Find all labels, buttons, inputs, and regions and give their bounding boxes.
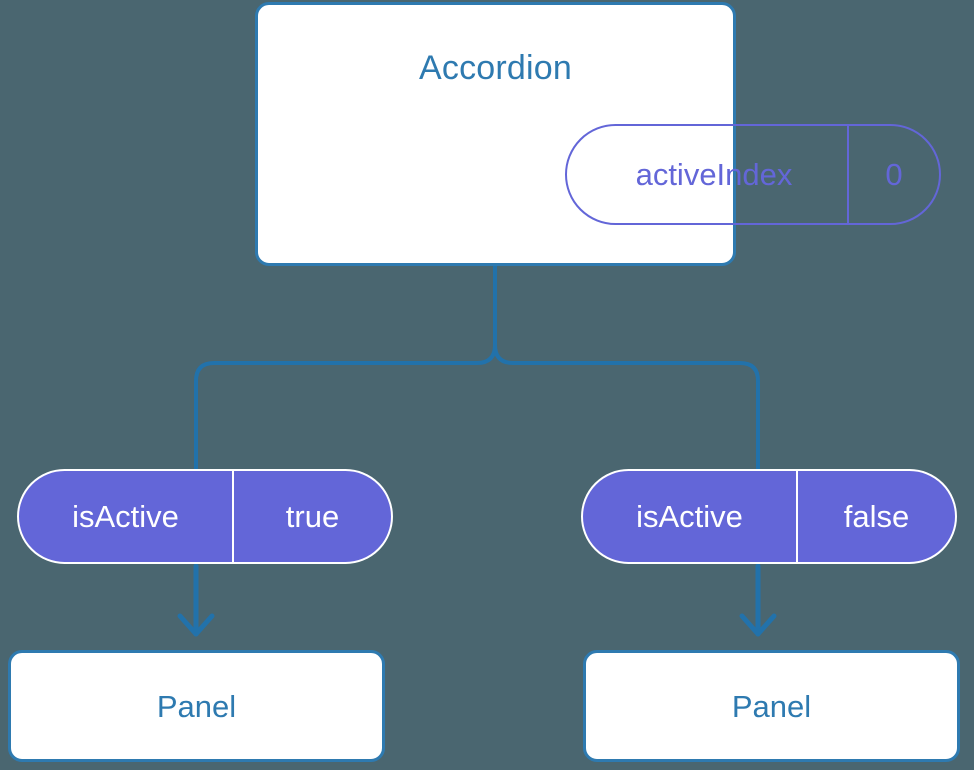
node-panel-left-title: Panel [156,688,237,724]
prop-pill-is-active-false-value: false [796,471,955,562]
node-panel-right[interactable]: Panel [583,650,960,762]
trunk-connector [194,264,497,471]
prop-pill-is-active-false-key: isActive [636,499,743,534]
prop-pill-active-index-key: activeIndex [635,157,793,192]
right-arrow-head-icon [739,613,777,637]
node-accordion-title: Accordion [419,49,572,87]
node-panel-left[interactable]: Panel [8,650,385,762]
prop-pill-is-active-false[interactable]: isActive false [581,469,957,564]
prop-pill-is-active-true-value: true [232,471,391,562]
left-arrow-head-icon [177,613,215,637]
node-panel-right-title: Panel [731,688,812,724]
prop-pill-active-index-value: 0 [847,126,939,223]
node-accordion[interactable]: Accordion activeIndex 0 [255,2,941,266]
trunk-connector-right [493,264,760,471]
prop-pill-active-index[interactable]: activeIndex 0 [565,124,941,225]
prop-pill-is-active-true-key: isActive [72,499,179,534]
prop-pill-is-active-true[interactable]: isActive true [17,469,393,564]
